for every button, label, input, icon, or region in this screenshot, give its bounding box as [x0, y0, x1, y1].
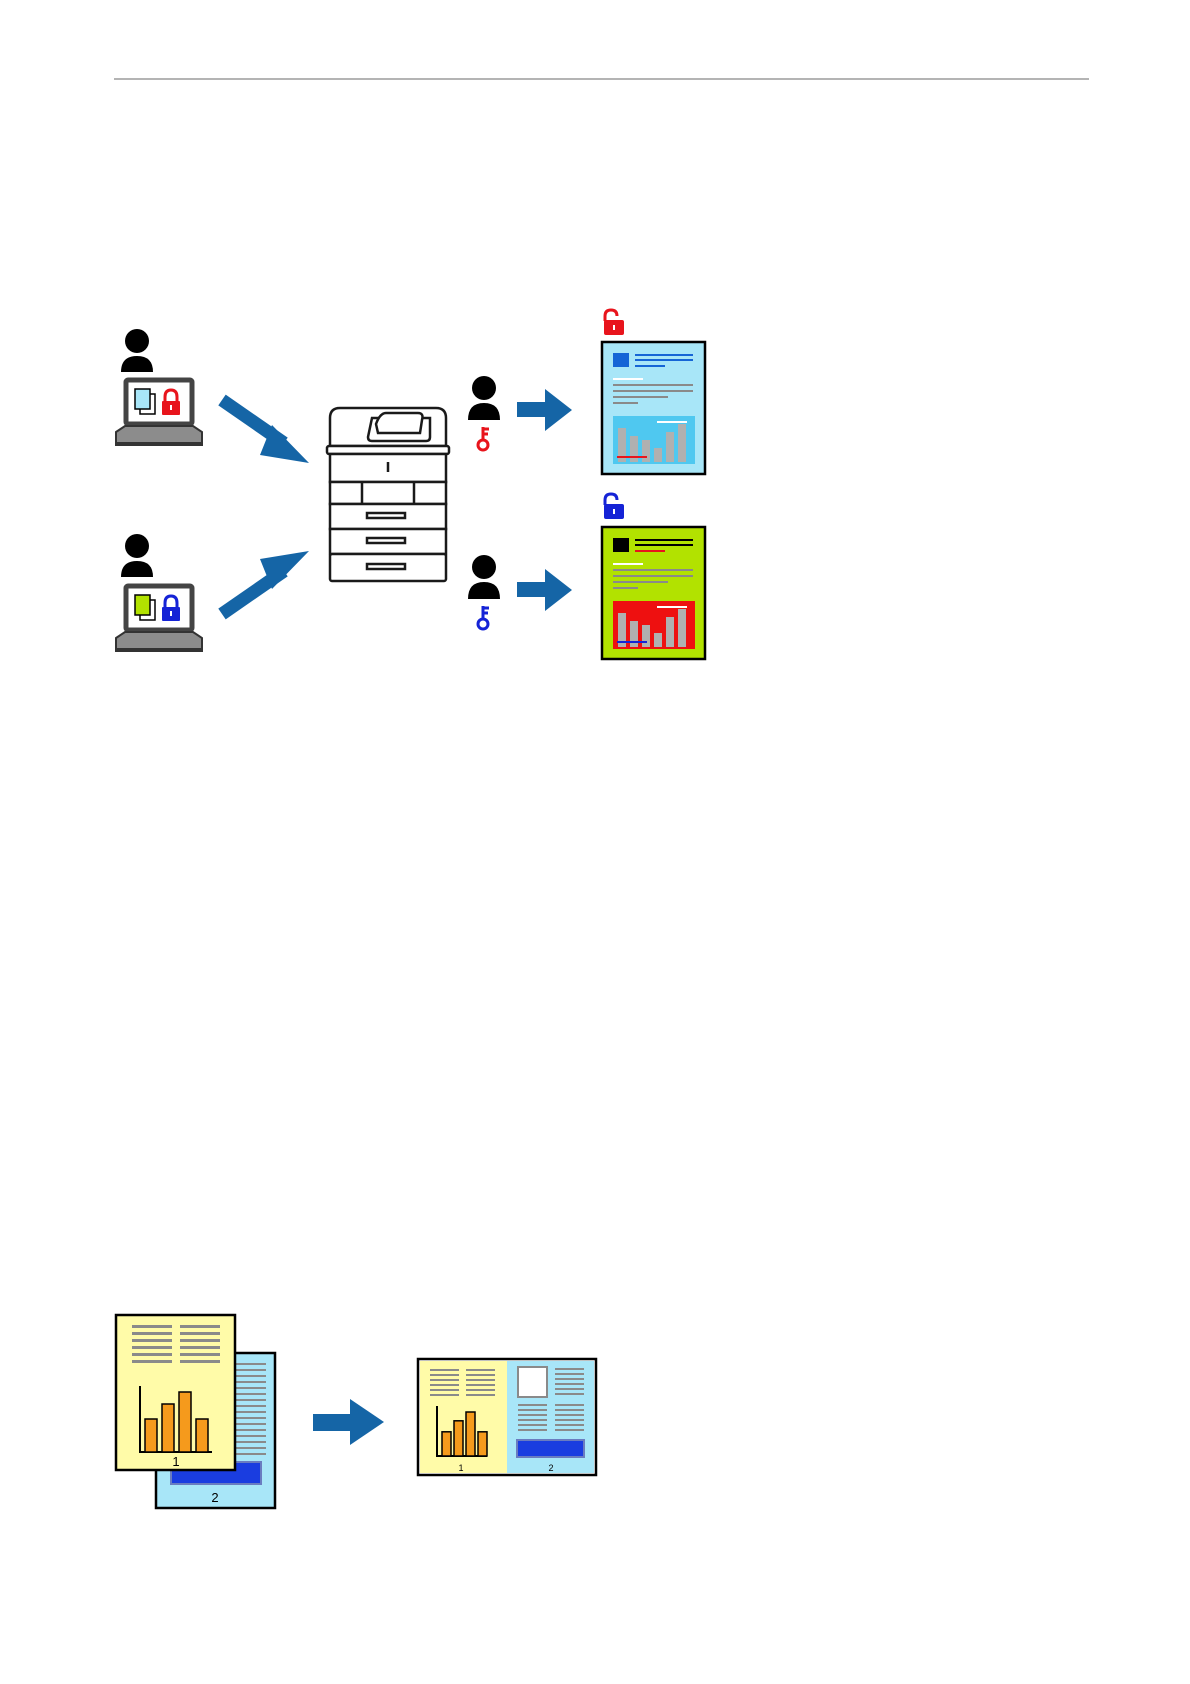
chart-bar	[442, 1432, 451, 1456]
key-red-icon	[478, 427, 489, 450]
right-arrow-icon	[517, 569, 572, 611]
chart-bar	[179, 1392, 191, 1452]
right-arrow-icon	[517, 389, 572, 431]
multipage-print-figure: 2 1	[116, 1315, 596, 1508]
chart-bar	[454, 1421, 463, 1456]
chart-bar	[196, 1419, 208, 1452]
user-bottom-icon	[121, 534, 153, 577]
printed-document-green	[602, 527, 705, 659]
chart-bar	[478, 1432, 487, 1456]
arrow-to-printer-bottom	[222, 551, 309, 614]
user-key-bottom-icon	[468, 555, 500, 599]
unlocked-padlock-blue-icon	[604, 494, 624, 519]
arrow-to-printer-top	[222, 400, 309, 463]
page-number-1: 1	[458, 1463, 463, 1473]
chart-bar	[145, 1419, 157, 1452]
page-number-2: 2	[211, 1490, 218, 1505]
page-number-2: 2	[548, 1463, 553, 1473]
chart-bar	[466, 1412, 475, 1456]
key-blue-icon	[478, 606, 489, 629]
source-page-front: 1	[116, 1315, 235, 1470]
page-number-1: 1	[172, 1454, 179, 1469]
printer-icon	[327, 408, 449, 581]
result-sheet: 1 2	[418, 1359, 596, 1475]
chart-bar	[162, 1404, 174, 1452]
user-key-top-icon	[468, 376, 500, 420]
unlocked-padlock-red-icon	[604, 310, 624, 335]
right-arrow-icon	[313, 1399, 384, 1445]
user-top-icon	[121, 329, 153, 372]
printed-document-blue	[602, 342, 705, 474]
laptop-bottom-icon	[116, 586, 202, 651]
laptop-top-icon	[116, 380, 202, 445]
